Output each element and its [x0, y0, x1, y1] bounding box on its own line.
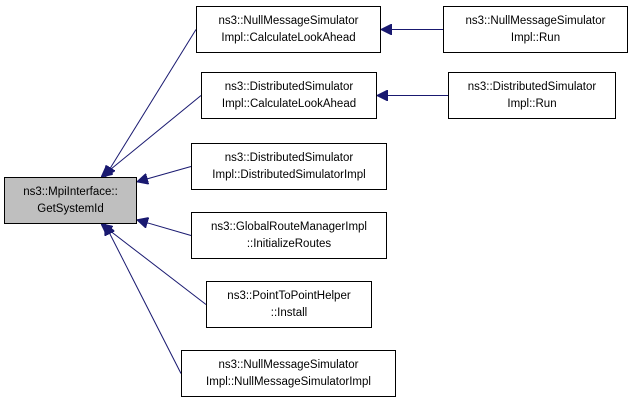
edge-p2p-to-mpi: [101, 224, 207, 305]
edge-grm-to-mpi: [137, 220, 192, 236]
node-line-2: Impl::NullMessageSimulatorImpl: [206, 375, 371, 388]
edge-ds_cla-to-mpi: [101, 95, 202, 178]
node-null-message-simulator-impl-run[interactable]: ns3::NullMessageSimulator Impl::Run: [443, 6, 628, 53]
node-mpi-interface-get-system-id: ns3::MpiInterface:: GetSystemId: [4, 177, 137, 224]
node-line-2: GetSystemId: [37, 202, 104, 215]
node-line-2: ::InitializeRoutes: [246, 237, 332, 250]
node-line-2: Impl::DistributedSimulatorImpl: [212, 168, 366, 181]
node-distributed-simulator-impl-run[interactable]: ns3::DistributedSimulator Impl::Run: [448, 72, 616, 119]
node-line-2: ::Install: [270, 306, 308, 319]
node-line-2: Impl::CalculateLookAhead: [221, 97, 357, 110]
edge-nms_ctor-to-mpi: [105, 224, 182, 374]
node-null-message-simulator-impl-calculate-lookahead[interactable]: ns3::NullMessageSimulator Impl::Calculat…: [196, 6, 381, 53]
node-line-1: ns3::DistributedSimulator: [224, 151, 354, 164]
node-distributed-simulator-impl-calculate-lookahead[interactable]: ns3::DistributedSimulator Impl::Calculat…: [201, 72, 377, 119]
node-line-1: ns3::PointToPointHelper: [227, 289, 351, 302]
node-line-1: ns3::DistributedSimulator: [467, 80, 597, 93]
node-distributed-simulator-impl-constructor[interactable]: ns3::DistributedSimulator Impl::Distribu…: [191, 143, 387, 190]
node-global-route-manager-impl-initialize-routes[interactable]: ns3::GlobalRouteManagerImpl ::Initialize…: [191, 212, 387, 259]
node-line-1: ns3::MpiInterface::: [23, 185, 118, 198]
edge-ds_ctor-to-mpi: [137, 166, 192, 182]
node-line-1: ns3::GlobalRouteManagerImpl: [211, 220, 367, 233]
node-line-1: ns3::NullMessageSimulator: [218, 14, 359, 27]
node-line-1: ns3::DistributedSimulator: [224, 80, 354, 93]
node-line-2: Impl::CalculateLookAhead: [221, 31, 356, 44]
node-line-2: Impl::Run: [510, 31, 561, 44]
node-line-1: ns3::NullMessageSimulator: [218, 358, 359, 371]
node-null-message-simulator-impl-constructor[interactable]: ns3::NullMessageSimulator Impl::NullMess…: [181, 350, 396, 397]
node-point-to-point-helper-install[interactable]: ns3::PointToPointHelper ::Install: [206, 281, 372, 328]
node-line-2: Impl::Run: [507, 97, 557, 110]
node-line-1: ns3::NullMessageSimulator: [465, 14, 606, 27]
edge-nms_cla-to-mpi: [105, 29, 197, 178]
